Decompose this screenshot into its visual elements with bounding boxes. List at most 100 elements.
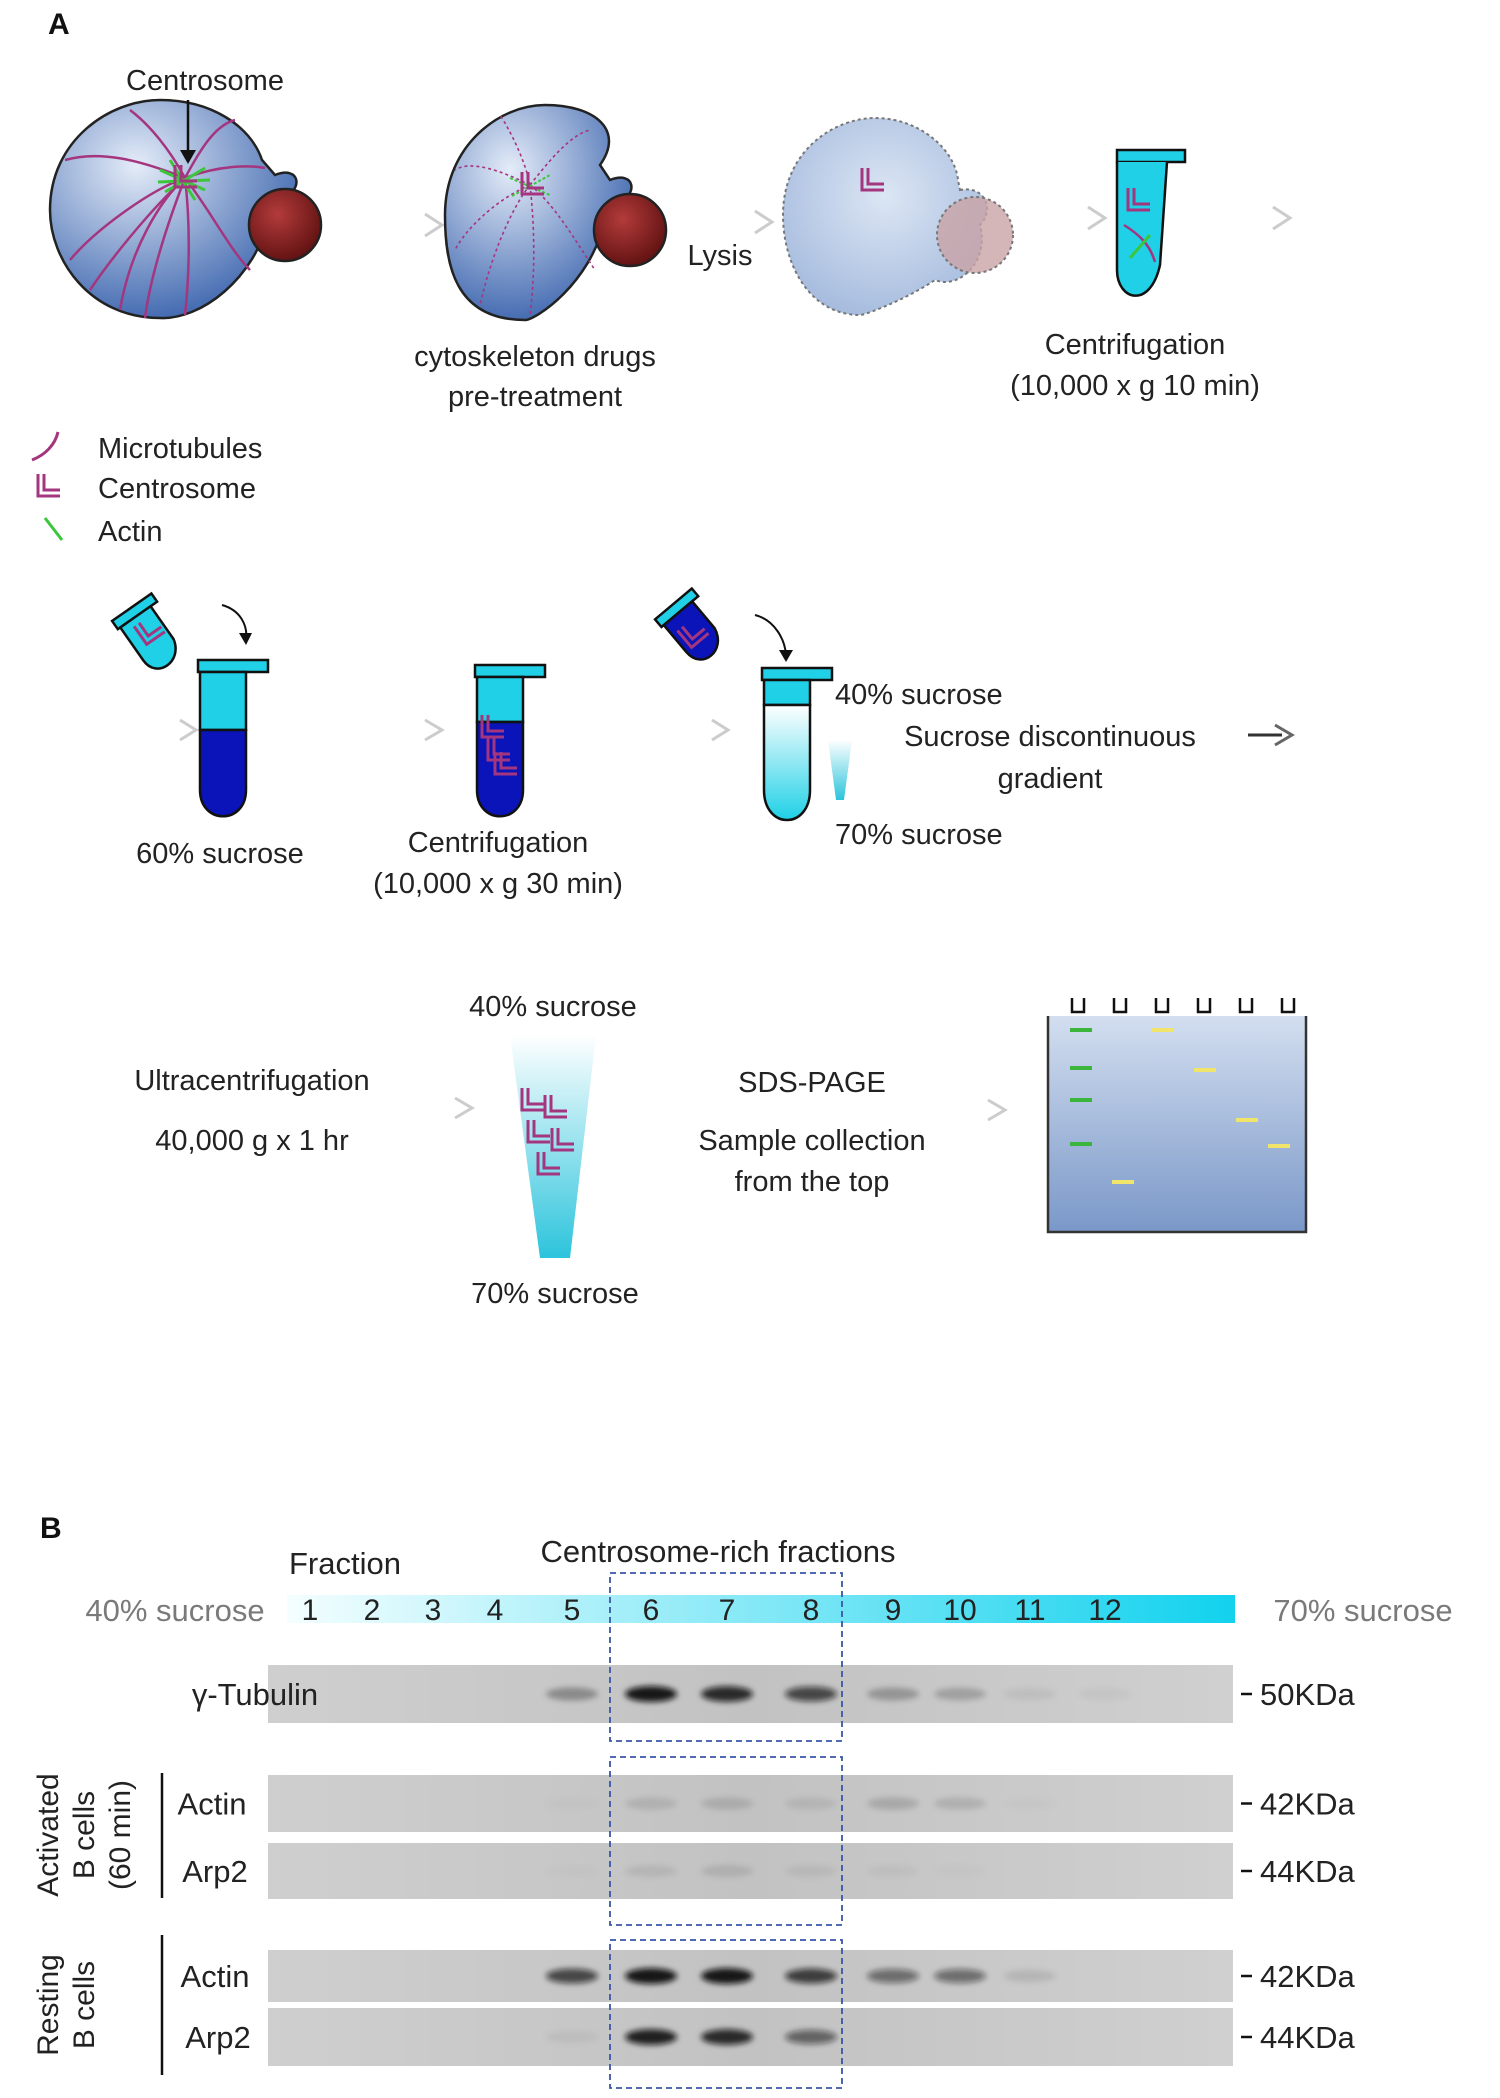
fraction-number: 11 (1014, 1594, 1045, 1627)
drugs-text-line1: cytoskeleton drugs (414, 341, 656, 373)
blot-band (785, 1864, 837, 1878)
cell-intact (48, 98, 323, 320)
blot-label: Arp2 (185, 2020, 250, 2055)
fraction-number: 10 (943, 1594, 976, 1627)
blot-band (1004, 1797, 1056, 1809)
centrosome-callout: Centrosome (126, 65, 284, 97)
fraction-number: 8 (803, 1594, 820, 1627)
size-marker-label: 50KDa (1260, 1677, 1356, 1712)
centrosome-rich-boxes (609, 1572, 843, 2089)
blot-band (867, 1969, 919, 1983)
size-marker-label: 44KDa (1260, 2020, 1356, 2055)
gradient-bar (287, 1595, 1235, 1623)
tube-gradient (760, 666, 834, 822)
fraction-number: 2 (364, 1594, 381, 1627)
blot-band (546, 1865, 598, 1877)
right-sucrose-label: 70% sucrose (1273, 1593, 1452, 1628)
centrosome-rich-title: Centrosome-rich fractions (541, 1534, 896, 1569)
centrifugation1-line1: Centrifugation (1045, 329, 1226, 361)
blot-band (1079, 1687, 1131, 1701)
svg-text:(60 min): (60 min) (104, 1780, 137, 1890)
tube-pouring-2 (653, 586, 720, 661)
blot-band (625, 1797, 677, 1810)
blot-band (1004, 1687, 1056, 1701)
fraction-number: 12 (1088, 1594, 1121, 1627)
blot-band (785, 1968, 837, 1984)
gradient-mid-line1: Sucrose discontinuous (904, 721, 1196, 753)
centrifugation2-line2: (10,000 x g 30 min) (373, 868, 623, 900)
blot-band (546, 1687, 598, 1701)
size-marker-label: 42KDa (1260, 1787, 1356, 1822)
ultra-line1: Ultracentrifugation (134, 1065, 369, 1097)
blot-band (934, 1969, 986, 1983)
centrifugation2-line1: Centrifugation (408, 827, 589, 859)
sds-line2: Sample collection (698, 1125, 925, 1157)
blot-band (625, 1686, 677, 1702)
blot-band (1004, 1969, 1056, 1983)
fraction-title: Fraction (289, 1546, 401, 1581)
activated-group-label: Activated B cells (60 min) (32, 1773, 137, 1896)
tube-60-sucrose (196, 658, 270, 818)
blot-band (867, 1864, 919, 1878)
tube-pouring-1 (110, 591, 177, 670)
centrosome-legend-icon (36, 472, 62, 498)
blot-row: Arp2 44KDa (185, 2008, 1356, 2066)
microtubule-legend-icon (31, 431, 60, 462)
legend: Microtubules Centrosome Actin (31, 431, 262, 548)
gradient-mid-line2: gradient (998, 763, 1103, 795)
fraction-number: 5 (564, 1594, 581, 1627)
legend-microtubules: Microtubules (98, 433, 262, 465)
blot-label: Arp2 (182, 1854, 247, 1889)
blot-band (701, 1968, 753, 1984)
cone-top-label: 40% sucrose (469, 991, 637, 1023)
blot-band (701, 1797, 753, 1810)
cell-lysed (781, 116, 1014, 317)
fraction-number: 4 (487, 1594, 504, 1627)
blot-band (934, 1797, 986, 1810)
legend-actin: Actin (98, 516, 162, 548)
centrifugation1-line2: (10,000 x g 10 min) (1010, 370, 1260, 402)
blot-band (625, 1864, 677, 1878)
lysis-text: Lysis (688, 240, 753, 272)
blot-band (701, 1864, 753, 1878)
panel-a-label: A (48, 8, 70, 41)
blot-band (625, 2029, 677, 2045)
blot-band (701, 2029, 753, 2045)
actin-legend-icon (43, 517, 64, 541)
fraction-number: 9 (885, 1594, 902, 1627)
blot-band (546, 1968, 598, 1984)
drugs-text-line2: pre-treatment (448, 381, 622, 413)
blot-band (934, 1865, 986, 1877)
fraction-number: 1 (302, 1594, 319, 1627)
gradient-top-label: 40% sucrose (835, 679, 1003, 711)
fraction-number: 7 (719, 1594, 736, 1627)
sds-page-gel (1046, 990, 1308, 1234)
blot-row: Actin 42KDa (178, 1775, 1356, 1832)
ultra-line2: 40,000 g x 1 hr (155, 1125, 349, 1157)
svg-text:Resting: Resting (32, 1954, 65, 2056)
gradient-bottom-label: 70% sucrose (835, 819, 1003, 851)
blot-band (785, 2029, 837, 2045)
tube-centrifuged (473, 663, 547, 818)
sucrose60-label: 60% sucrose (136, 838, 304, 870)
fraction-number: 6 (643, 1594, 660, 1627)
sds-line1: SDS-PAGE (738, 1067, 886, 1099)
legend-centrosome: Centrosome (98, 473, 256, 505)
cell-drug-treated (443, 103, 668, 322)
blot-band (867, 1687, 919, 1701)
tube-lysate (1115, 148, 1187, 297)
blot-label: Actin (178, 1787, 247, 1822)
callout-arrow-head (180, 150, 196, 164)
blot-band (934, 1687, 986, 1701)
blot-band (546, 1797, 598, 1809)
size-marker-label: 42KDa (1260, 1959, 1356, 1994)
blot-band (546, 2030, 598, 2044)
blot-band (701, 1686, 753, 1702)
svg-text:B cells: B cells (68, 1961, 101, 2049)
svg-text:B cells: B cells (68, 1791, 101, 1879)
blot-band (625, 1968, 677, 1984)
resting-group-label: Resting B cells (32, 1954, 101, 2056)
